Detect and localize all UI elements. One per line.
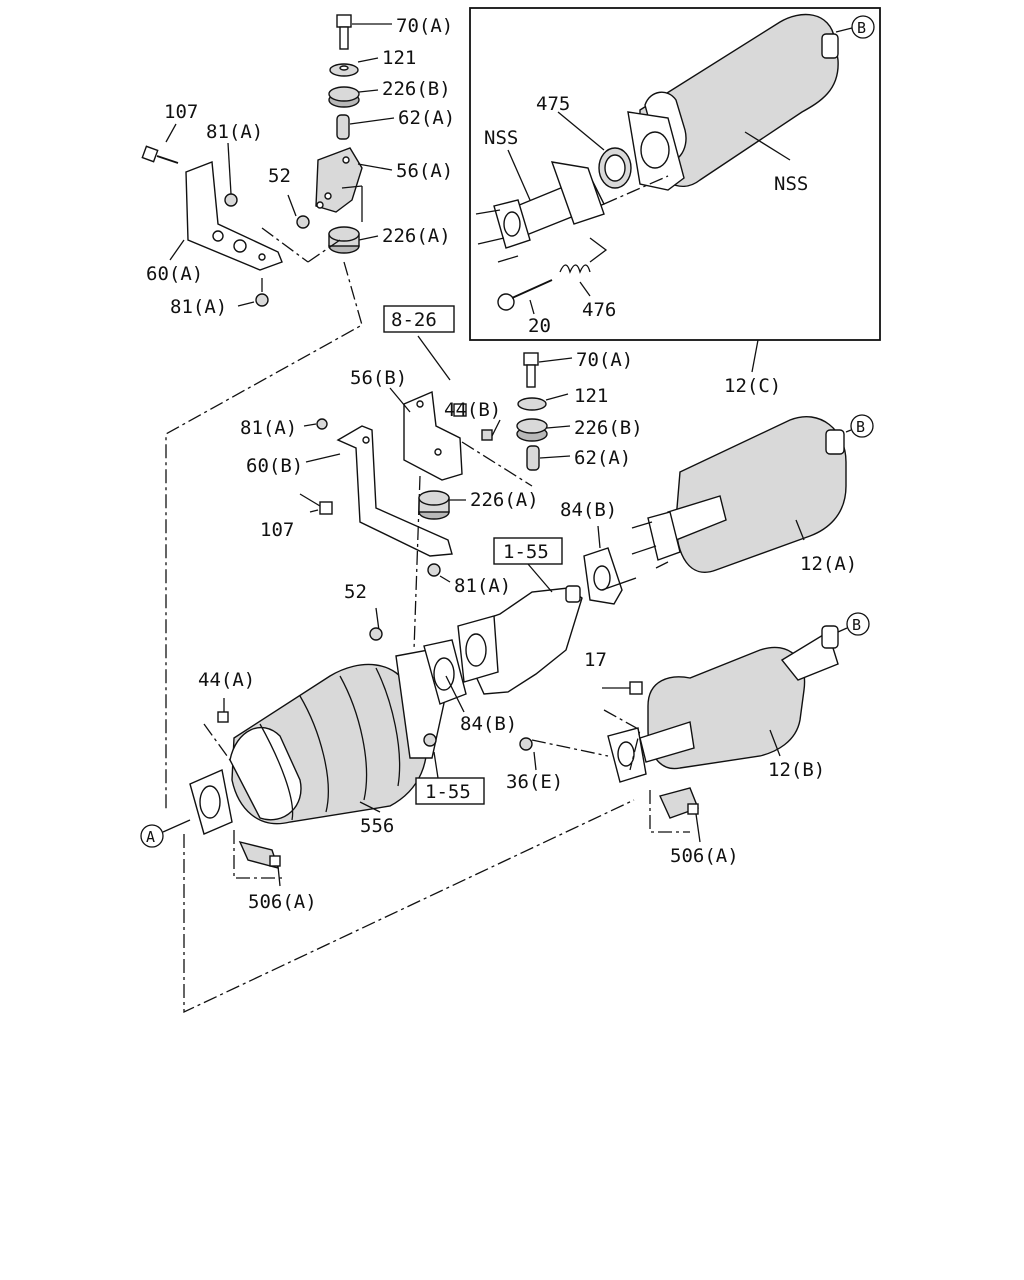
collar-62a-upper (336, 114, 350, 140)
label-226b-upper: 226(B) (382, 78, 451, 100)
rubber-mount-226a-upper (328, 226, 360, 254)
nut-81a-upper-1 (224, 193, 238, 207)
gasket-84b-upper (583, 547, 623, 605)
callout-a (140, 824, 164, 848)
ref-box-1-55-upper (493, 537, 563, 565)
label-callout-b-inset: B (857, 19, 866, 37)
ref-label-1-55-upper: 1-55 (503, 541, 549, 563)
catalytic-converter-556 (189, 607, 467, 835)
ref-label-8-26: 8-26 (391, 309, 437, 331)
inset-muffler-12c (469, 7, 881, 373)
label-81a-upper-1: 81(A) (206, 121, 263, 143)
label-107-mid: 107 (260, 519, 294, 541)
label-121-mid: 121 (574, 385, 608, 407)
label-121-upper: 121 (382, 47, 416, 69)
label-60a: 60(A) (146, 263, 203, 285)
muffler-12b (607, 612, 870, 783)
label-12a: 12(A) (800, 553, 857, 575)
label-60b: 60(B) (246, 455, 303, 477)
label-226a-upper: 226(A) (382, 225, 451, 247)
label-62a-upper: 62(A) (398, 107, 455, 129)
ref-box-8-26 (383, 305, 455, 333)
label-226b-mid: 226(B) (574, 417, 643, 439)
label-84b-upper: 84(B) (560, 499, 617, 521)
bolt-107-upper (141, 145, 179, 164)
front-pipe (457, 585, 583, 695)
label-81a-mid-2: 81(A) (454, 575, 511, 597)
clamp-506a-right (659, 787, 699, 819)
callout-b-inset (851, 15, 875, 39)
label-callout-a: A (146, 828, 155, 846)
label-17: 17 (584, 649, 607, 671)
label-81a-upper-2: 81(A) (170, 296, 227, 318)
label-36e: 36(E) (506, 771, 563, 793)
rubber-mount-226b-upper (328, 86, 360, 108)
label-81a-mid-1: 81(A) (240, 417, 297, 439)
label-556: 556 (360, 815, 394, 837)
bolt-20 (497, 279, 553, 311)
muffler-12a (631, 414, 874, 573)
clamp-506a-left (238, 840, 281, 870)
label-56a: 56(A) (396, 160, 453, 182)
label-506a-left: 506(A) (248, 891, 317, 913)
label-506a-right: 506(A) (670, 845, 739, 867)
bracket-60a (185, 161, 283, 271)
upper-hanger-assembly (141, 14, 395, 810)
label-52-upper: 52 (268, 165, 291, 187)
label-callout-b-12a: B (856, 418, 865, 436)
label-20: 20 (528, 315, 551, 337)
label-70a-upper: 70(A) (396, 15, 453, 37)
bolt-70a-upper (336, 14, 352, 50)
label-70a-mid: 70(A) (576, 349, 633, 371)
ref-label-1-55-lower: 1-55 (425, 781, 471, 803)
label-12b: 12(B) (768, 759, 825, 781)
label-nss-right: NSS (774, 173, 808, 195)
nut-52-upper (296, 215, 310, 229)
middle-hanger-assembly (299, 305, 573, 651)
label-12c: 12(C) (724, 375, 781, 397)
label-84b-lower: 84(B) (460, 713, 517, 735)
label-56b: 56(B) (350, 367, 407, 389)
ref-box-1-55-lower (415, 777, 485, 805)
label-nss-left: NSS (484, 127, 518, 149)
label-62a-mid: 62(A) (574, 447, 631, 469)
bracket-56a (315, 147, 363, 213)
label-226a-mid: 226(A) (470, 489, 539, 511)
label-44b: 44(B) (444, 399, 501, 421)
label-callout-b-12b: B (852, 616, 861, 634)
spring-476 (559, 264, 591, 274)
label-107-upper: 107 (164, 101, 198, 123)
label-475: 475 (536, 93, 570, 115)
callout-b-12a (850, 414, 874, 438)
nut-81a-upper-2 (255, 293, 269, 307)
callout-b-12b (846, 612, 870, 636)
label-476: 476 (582, 299, 616, 321)
label-44a: 44(A) (198, 669, 255, 691)
label-52-mid: 52 (344, 581, 367, 603)
